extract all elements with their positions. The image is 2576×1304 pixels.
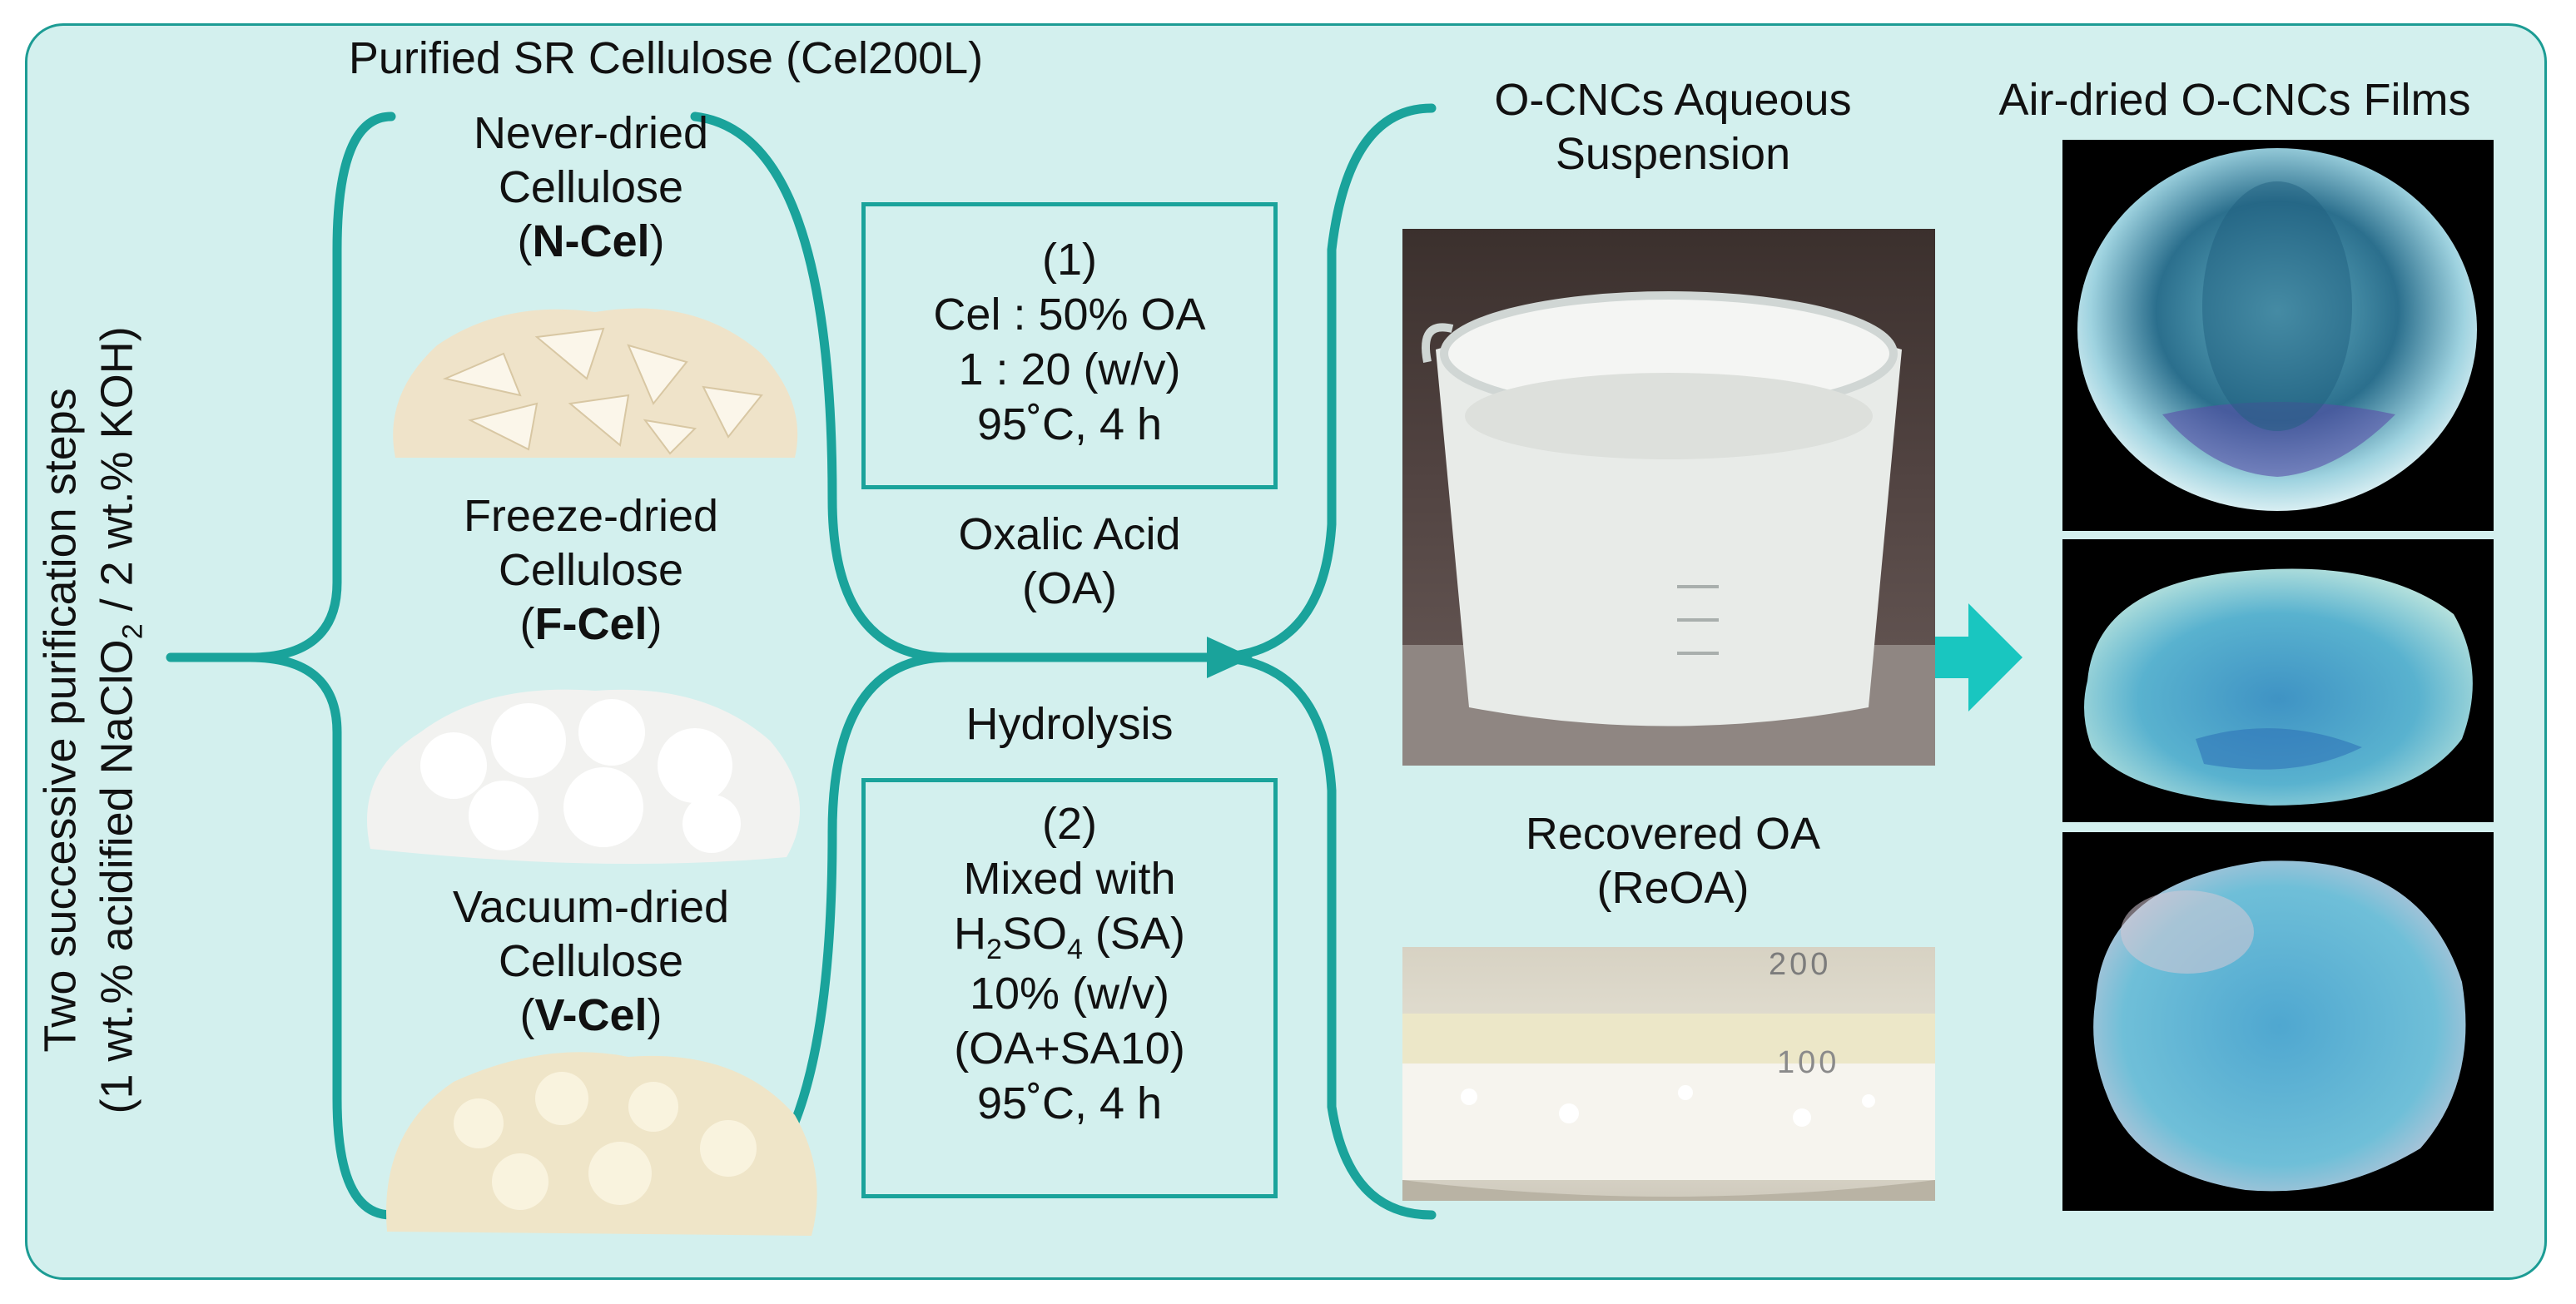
condition-1-text: (1) Cel : 50% OA 1 : 20 (w/v) 95˚C, 4 h bbox=[933, 235, 1206, 449]
hydrolysis-label: Hydrolysis bbox=[965, 699, 1174, 749]
suspension-beaker-photo bbox=[1402, 229, 1935, 766]
condition-2-text: (2) Mixed with H2SO4 (SA) 10% (w/v) (OA+… bbox=[954, 799, 1185, 1128]
condition-box-1 bbox=[861, 202, 1278, 489]
films-title: Air-dried O-CNCs Films bbox=[1998, 75, 2471, 125]
film-photo-1 bbox=[2062, 140, 2494, 531]
vacuum-dried-cellulose-photo bbox=[379, 1032, 824, 1240]
output-arrow-head bbox=[1207, 637, 1253, 678]
oxalic-acid-label: Oxalic Acid(OA) bbox=[958, 509, 1181, 613]
never-dried-cellulose-photo bbox=[379, 279, 812, 466]
film-photo-2 bbox=[2062, 539, 2494, 822]
left-curly-brace bbox=[249, 112, 396, 1220]
header-title: Purified SR Cellulose (Cel200L) bbox=[348, 33, 984, 83]
condition-box-2 bbox=[861, 778, 1278, 1198]
freeze-dried-cellulose-photo bbox=[354, 649, 820, 874]
film-photo-3 bbox=[2062, 832, 2494, 1211]
recovered-oa-label: Recovered OA(ReOA) bbox=[1525, 809, 1821, 913]
recovered-oa-photo: 200 100 bbox=[1402, 947, 1935, 1201]
beaker-mark-100: 100 bbox=[1777, 1045, 1840, 1080]
transfer-arrow bbox=[1910, 603, 2023, 711]
beaker-mark-200: 200 bbox=[1769, 947, 1832, 982]
